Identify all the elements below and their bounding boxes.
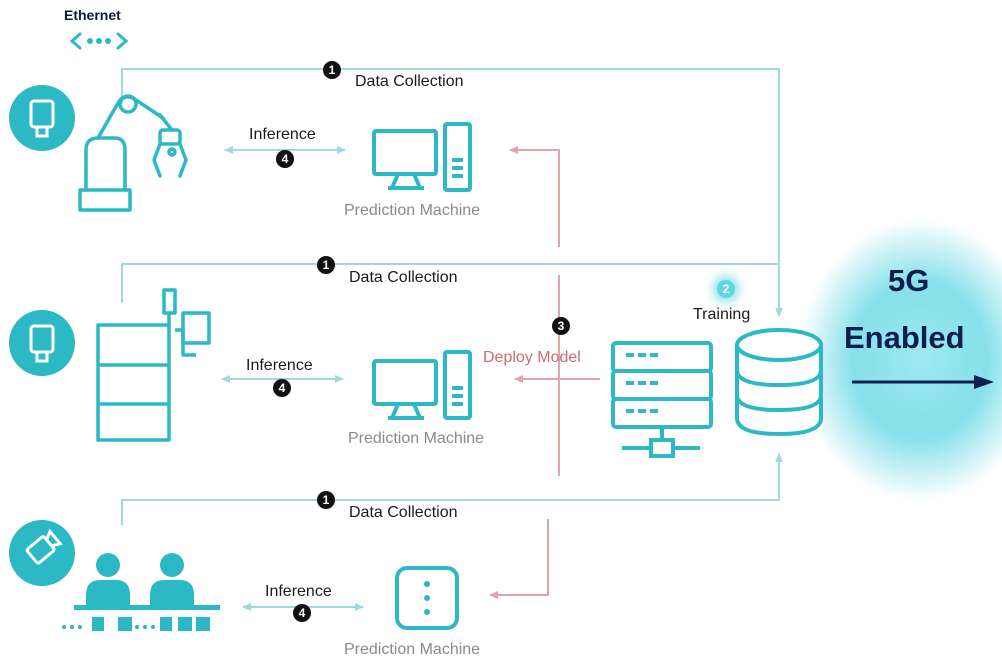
desktop-computer-icon bbox=[372, 350, 472, 420]
data-collection-label: Data Collection bbox=[349, 504, 458, 521]
prediction-machine-label: Prediction Machine bbox=[348, 430, 485, 447]
server-rack-icon bbox=[611, 341, 713, 458]
deploy-lines bbox=[489, 146, 600, 599]
banner-5g: 5G bbox=[888, 263, 930, 298]
step-badge-data-collection: 1 bbox=[323, 61, 341, 79]
edge-device-icon bbox=[395, 566, 459, 630]
desktop-computer-icon bbox=[372, 122, 472, 192]
ethernet-label: Ethernet bbox=[64, 7, 121, 23]
glow-blob bbox=[798, 218, 1002, 502]
database-icon bbox=[735, 328, 823, 437]
step-badge-data-collection: 1 bbox=[317, 491, 335, 509]
tablet-icon bbox=[9, 310, 75, 376]
step-badge-data-collection: 1 bbox=[317, 256, 335, 274]
banner-enabled: Enabled bbox=[844, 320, 965, 355]
data-collection-lines bbox=[121, 68, 783, 525]
ethernet-icon bbox=[69, 32, 129, 50]
prediction-machine-label: Prediction Machine bbox=[344, 641, 481, 658]
machine-tool-icon bbox=[96, 288, 211, 442]
step-badge-inference: 4 bbox=[293, 604, 311, 622]
data-collection-label: Data Collection bbox=[349, 269, 458, 286]
step-badge-inference: 4 bbox=[273, 379, 291, 397]
step-badge-deploy: 3 bbox=[552, 317, 570, 335]
worker-station-icon bbox=[62, 553, 220, 631]
inference-label: Inference bbox=[249, 126, 316, 143]
camera-tag-icon bbox=[9, 520, 75, 586]
training-label: Training bbox=[693, 306, 751, 323]
data-collection-label: Data Collection bbox=[355, 73, 464, 90]
inference-label: Inference bbox=[246, 357, 313, 374]
prediction-machine-label: Prediction Machine bbox=[344, 202, 481, 219]
inference-label: Inference bbox=[265, 583, 332, 600]
step-badge-inference: 4 bbox=[276, 150, 294, 168]
inference-arrows bbox=[221, 146, 364, 611]
deploy-model-label: Deploy Model bbox=[483, 349, 581, 366]
arrow-right-icon bbox=[852, 375, 994, 389]
tablet-icon bbox=[9, 85, 75, 151]
robot-arm-icon bbox=[78, 94, 188, 212]
step-badge-training: 2 bbox=[717, 280, 735, 298]
